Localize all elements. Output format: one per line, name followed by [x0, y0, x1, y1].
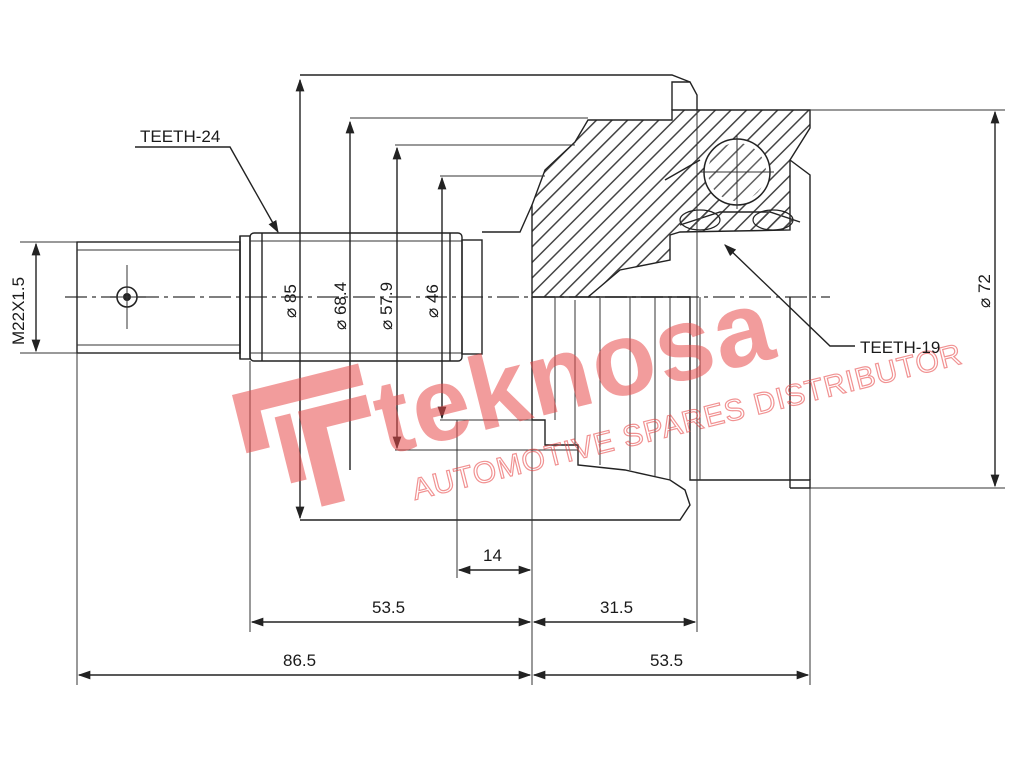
- dim-53-5-upper: 53.5: [372, 598, 405, 617]
- dim-14: 14: [483, 546, 502, 565]
- label-teeth-24: TEETH-24: [140, 127, 220, 146]
- label-dia-72: ⌀ 72: [975, 274, 994, 308]
- outer-housing: [300, 74, 811, 298]
- label-dia-46: ⌀ 46: [423, 284, 442, 318]
- dim-31-5: 31.5: [600, 598, 633, 617]
- label-dia-57: ⌀ 57.9: [377, 282, 396, 330]
- label-teeth-19: TEETH-19: [860, 338, 940, 357]
- label-thread: M22X1.5: [9, 277, 28, 345]
- leader-lines: [135, 146, 855, 347]
- dim-53-5-lower: 53.5: [650, 651, 683, 670]
- brand-logo-icon: [232, 363, 372, 507]
- dimension-lines: [31, 78, 1000, 680]
- label-dia-85: ⌀ 85: [281, 284, 300, 318]
- dim-86-5: 86.5: [283, 651, 316, 670]
- spline-shaft: [249, 204, 533, 362]
- cotter-hole-icon: [110, 265, 146, 329]
- label-dia-68: ⌀ 68.4: [331, 282, 350, 330]
- extension-lines: [20, 109, 1005, 685]
